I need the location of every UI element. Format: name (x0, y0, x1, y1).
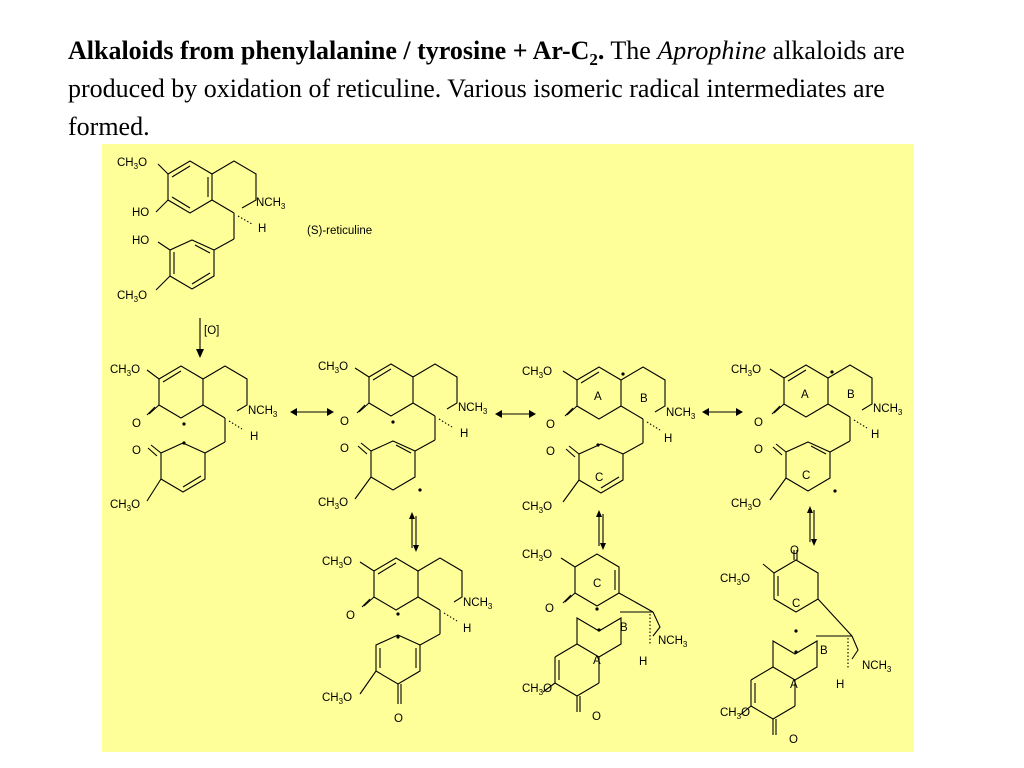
svg-text:O: O (546, 419, 555, 431)
svg-text:B: B (620, 622, 628, 634)
svg-text:O: O (340, 416, 349, 428)
scheme-drawing: CH3O HO HO CH3O NCH3 H (S)-reticuline [O… (110, 157, 903, 746)
svg-text:NCH3: NCH3 (873, 403, 903, 417)
svg-text:H: H (871, 429, 879, 441)
svg-text:B: B (640, 393, 648, 405)
svg-text:CH3O: CH3O (522, 683, 552, 697)
svg-text:O: O (394, 713, 403, 725)
svg-text:NCH3: NCH3 (658, 635, 688, 649)
resonance-arrow-2 (495, 410, 536, 418)
svg-text:CH3O: CH3O (731, 498, 761, 512)
svg-text:CH3O: CH3O (322, 692, 352, 706)
svg-text:H: H (463, 623, 471, 635)
radical-structure-1: CH3O O O CH3O NCH3 H (110, 364, 278, 513)
svg-text:CH3O: CH3O (117, 157, 147, 171)
svg-text:O: O (546, 446, 555, 458)
svg-text:C: C (593, 578, 601, 590)
svg-text:H: H (639, 656, 647, 668)
svg-text:B: B (847, 389, 855, 401)
svg-text:O: O (789, 734, 798, 746)
svg-text:O: O (545, 603, 554, 615)
svg-text:CH3O: CH3O (117, 290, 147, 304)
reaction-scheme: CH3O HO HO CH3O NCH3 H (S)-reticuline [O… (102, 144, 914, 752)
coupled-structure-7: C B A O CH3O NCH3 H CH3O O (720, 545, 892, 746)
svg-text:A: A (790, 679, 798, 691)
svg-text:B: B (820, 645, 828, 657)
svg-text:CH3O: CH3O (522, 501, 552, 515)
svg-text:H: H (258, 223, 266, 235)
svg-text:C: C (595, 472, 603, 484)
radical-structure-5: CH3O O CH3O O NCH3 H (322, 556, 493, 725)
svg-text:H: H (460, 428, 468, 440)
radical-structure-4: A B C CH3O O O CH3O NCH3 H (731, 364, 903, 512)
slide-heading: Alkaloids from phenylalanine / tyrosine … (68, 32, 948, 146)
svg-text:O: O (790, 545, 799, 557)
reticuline-label: (S)-reticuline (307, 225, 372, 237)
svg-text:A: A (801, 389, 809, 401)
heading-text-1: The (604, 36, 658, 65)
svg-text:A: A (594, 391, 602, 403)
heading-italic: Aprophine (657, 36, 767, 65)
oxidation-arrow: [O] (196, 318, 219, 358)
svg-text:NCH3: NCH3 (248, 405, 278, 419)
svg-text:H: H (836, 679, 844, 691)
radical-structure-3: A B C CH3O O O CH3O NCH3 H (522, 366, 696, 515)
svg-text:NCH3: NCH3 (463, 597, 493, 611)
svg-text:A: A (593, 655, 601, 667)
svg-text:C: C (802, 470, 810, 482)
svg-text:CH3O: CH3O (318, 497, 348, 511)
svg-text:H: H (664, 433, 672, 445)
svg-text:O: O (754, 444, 763, 456)
svg-text:O: O (346, 610, 355, 622)
coupled-structure-6: C B A CH3O O NCH3 H CH3O O (522, 549, 688, 723)
svg-text:O: O (132, 418, 141, 430)
svg-text:O: O (340, 443, 349, 455)
reticuline-structure: CH3O HO HO CH3O NCH3 H (S)-reticuline (117, 157, 372, 304)
svg-text:O: O (132, 445, 141, 457)
svg-text:NCH3: NCH3 (862, 660, 892, 674)
equilibrium-arrow-3 (807, 506, 817, 546)
svg-text:CH3O: CH3O (110, 364, 140, 378)
svg-text:CH3O: CH3O (110, 499, 140, 513)
svg-text:O: O (592, 711, 601, 723)
equilibrium-arrow-2 (596, 510, 606, 550)
svg-text:CH3O: CH3O (720, 707, 750, 721)
svg-text:NCH3: NCH3 (458, 402, 488, 416)
heading-bold: Alkaloids from phenylalanine / tyrosine … (68, 36, 605, 70)
equilibrium-arrow-1 (409, 512, 419, 552)
svg-text:CH3O: CH3O (322, 556, 352, 570)
svg-text:CH3O: CH3O (720, 573, 750, 587)
svg-text:NCH3: NCH3 (666, 407, 696, 421)
svg-text:NCH3: NCH3 (256, 197, 286, 211)
svg-text:H: H (250, 431, 258, 443)
svg-text:CH3O: CH3O (731, 364, 761, 378)
svg-text:CH3O: CH3O (318, 361, 348, 375)
svg-text:CH3O: CH3O (522, 549, 552, 563)
svg-text:O: O (754, 417, 763, 429)
svg-text:HO: HO (132, 235, 149, 247)
svg-text:C: C (792, 598, 800, 610)
radical-structure-2: CH3O O O CH3O NCH3 H (318, 361, 488, 511)
heading-text-2: alkaloids are produced by oxidation of r… (68, 36, 905, 141)
resonance-arrow-3 (702, 408, 743, 416)
svg-text:HO: HO (132, 207, 149, 219)
resonance-arrow-1 (290, 408, 334, 416)
svg-text:CH3O: CH3O (522, 366, 552, 380)
oxidation-label: [O] (204, 325, 219, 337)
